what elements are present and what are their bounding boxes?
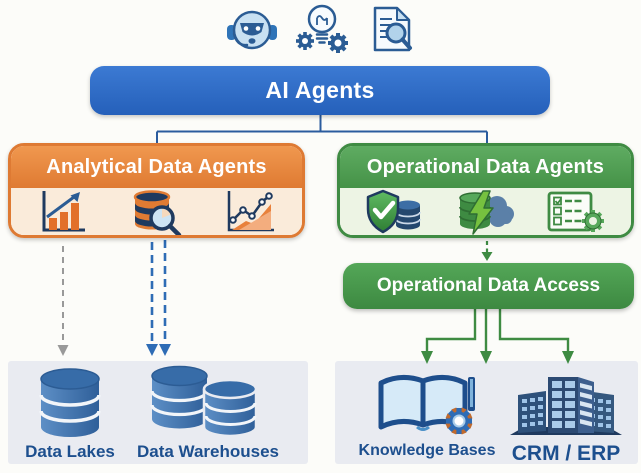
database-lightning-cloud-icon bbox=[456, 188, 514, 236]
ai-agents-node: AI Agents bbox=[90, 66, 550, 115]
crm-erp-store: CRM / ERP bbox=[505, 365, 627, 466]
robot-assistant-icon bbox=[226, 6, 278, 59]
database-stack-icon bbox=[38, 365, 102, 441]
bar-chart-growth-icon bbox=[37, 189, 87, 235]
operational-icons-row bbox=[340, 188, 631, 235]
arrowhead-warehouses-1 bbox=[146, 344, 158, 356]
arrowhead-warehouses-2 bbox=[159, 344, 171, 356]
ai-agents-label: AI Agents bbox=[265, 77, 375, 103]
checklist-gear-icon bbox=[547, 190, 605, 234]
operational-data-access-label: Operational Data Access bbox=[376, 275, 601, 296]
knowledge-bases-store: Knowledge Bases bbox=[349, 365, 505, 460]
operational-title: Operational Data Agents bbox=[366, 155, 605, 178]
document-search-icon bbox=[371, 6, 413, 57]
data-lakes-store: Data Lakes bbox=[18, 365, 122, 462]
shield-check-database-icon bbox=[366, 189, 422, 235]
analytical-icons-row bbox=[11, 188, 302, 235]
office-buildings-icon bbox=[508, 365, 624, 441]
data-warehouses-label: Data Warehouses bbox=[136, 442, 280, 461]
analytical-title: Analytical Data Agents bbox=[46, 155, 267, 178]
open-book-gear-icon bbox=[371, 365, 483, 441]
connector-access-to-crm bbox=[498, 309, 570, 352]
analytical-data-agents-card: Analytical Data Agents bbox=[8, 143, 305, 238]
knowledge-bases-label: Knowledge Bases bbox=[358, 442, 496, 459]
idea-gears-icon bbox=[295, 2, 349, 61]
analytical-header: Analytical Data Agents bbox=[11, 146, 302, 188]
database-search-icon bbox=[129, 188, 183, 235]
arrowhead-access bbox=[481, 252, 493, 261]
trend-area-chart-icon bbox=[224, 189, 276, 235]
connector-access-to-knowledge bbox=[425, 309, 477, 352]
operational-stores-panel: Knowledge Bases bbox=[335, 361, 638, 466]
analytical-stores-panel: Data Lakes Data Warehou bbox=[8, 361, 308, 464]
data-lakes-label: Data Lakes bbox=[25, 442, 115, 461]
arrowhead-lakes bbox=[57, 345, 69, 356]
connector-root-to-branches bbox=[156, 112, 488, 144]
crm-erp-label: CRM / ERP bbox=[511, 442, 621, 465]
operational-data-agents-card: Operational Data Agents bbox=[337, 143, 634, 238]
operational-data-access-node: Operational Data Access bbox=[343, 263, 634, 309]
database-double-stack-icon bbox=[150, 365, 266, 441]
operational-header: Operational Data Agents bbox=[340, 146, 631, 188]
data-warehouses-store: Data Warehouses bbox=[112, 365, 304, 462]
